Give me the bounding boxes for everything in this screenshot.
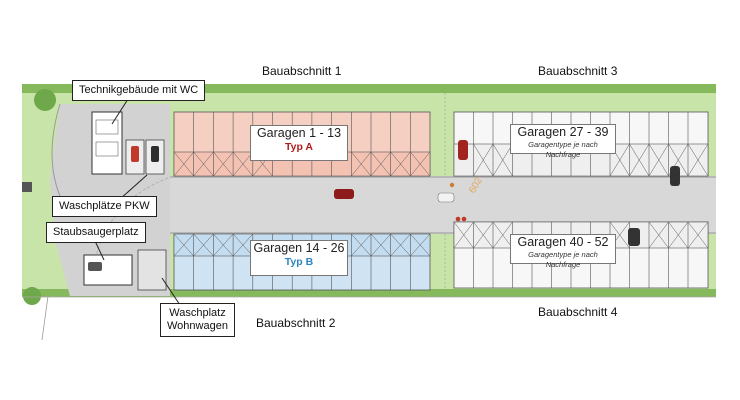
pointer-wasch: [119, 174, 148, 200]
technik-room-2: [95, 141, 119, 157]
technik-building: [91, 111, 123, 175]
technik-room-1: [95, 119, 119, 135]
road-edge-bottom: [170, 232, 716, 234]
car-dark-right: [670, 166, 680, 186]
car-wash-bay-red: [131, 146, 139, 162]
garage-note-27-39: Garagentype je nach Nachfrage: [528, 140, 598, 159]
person-2: [461, 216, 467, 222]
section-title-3: Bauabschnitt 3: [538, 64, 618, 78]
wohnwagen-wash-area: [137, 249, 167, 291]
section-title-1: Bauabschnitt 1: [262, 64, 342, 78]
person-3: [449, 182, 455, 188]
car-red-road: [334, 189, 354, 199]
garage-title-40-52: Garagen 40 - 52: [517, 235, 609, 249]
garage-title-14-26: Garagen 14 - 26: [253, 241, 345, 255]
car-red-parked: [458, 140, 468, 160]
car-wash-bay-dark: [151, 146, 159, 162]
garage-title-27-39: Garagen 27 - 39: [517, 125, 609, 139]
wohnwagen-label-line2: Wohnwagen: [167, 320, 228, 332]
garage-block-27-39: [453, 111, 709, 177]
technik-label: Technikgebäude mit WC: [72, 80, 206, 101]
garage-label-14-26: Garagen 14 - 26 Typ B: [250, 240, 348, 276]
hedge-bottom: [22, 289, 716, 297]
garage-label-27-39: Garagen 27 - 39 Garagentype je nach Nach…: [510, 124, 616, 159]
garage-title-1-13: Garagen 1 - 13: [256, 126, 342, 140]
tree-bottom-left: [23, 287, 41, 305]
section-title-2: Bauabschnitt 2: [256, 316, 336, 330]
tree-top-left: [34, 89, 56, 111]
wohnwagen-label: Waschplatz Wohnwagen: [160, 303, 235, 337]
garage-note-40-52: Garagentype je nach Nachfrage: [528, 250, 598, 269]
waschplaetze-label: Waschplätze PKW: [52, 196, 157, 217]
car-white-road: [437, 192, 455, 203]
pointer-wohnwagen: [161, 277, 181, 306]
garage-type-b: Typ B: [284, 256, 314, 268]
vacuum-car: [88, 262, 102, 271]
pointer-staubsauger: [94, 240, 105, 261]
garage-type-a: Typ A: [285, 141, 313, 153]
car-dark-garage: [628, 228, 640, 246]
person-1: [455, 216, 461, 222]
wohnwagen-label-line1: Waschplatz: [169, 307, 226, 319]
section-title-4: Bauabschnitt 4: [538, 305, 618, 319]
staubsauger-label: Staubsaugerplatz: [46, 222, 146, 243]
garage-label-1-13: Garagen 1 - 13 Typ A: [250, 125, 348, 161]
property-line-left: [41, 295, 49, 341]
outbuilding-left: [22, 182, 32, 192]
road-edge-top: [170, 176, 716, 178]
garage-label-40-52: Garagen 40 - 52 Garagentype je nach Nach…: [510, 234, 616, 269]
hedge-top: [22, 84, 716, 93]
